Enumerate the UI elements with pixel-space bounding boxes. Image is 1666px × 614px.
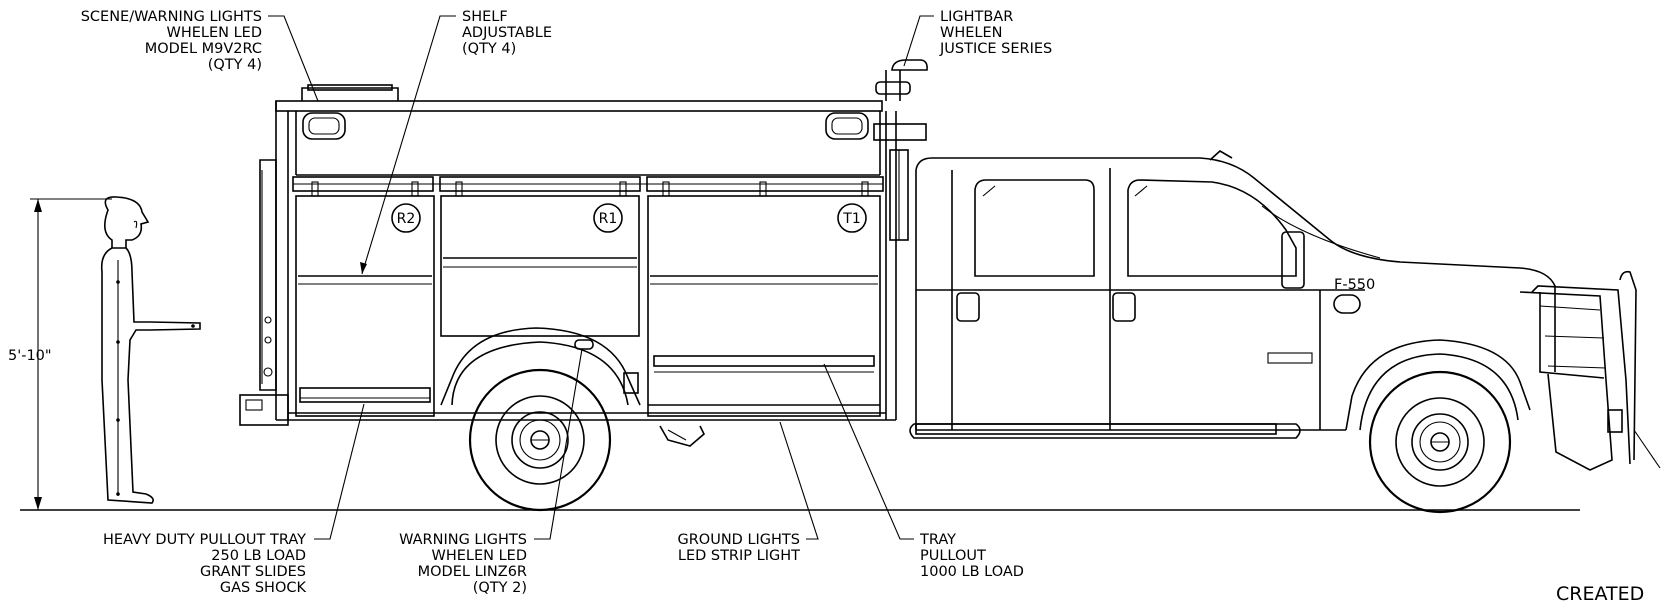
height-dimension-label: 5'-10" [8,348,52,364]
callout-tray-line-2: 250 LB LOAD [211,548,306,564]
callout-scene-line-3: MODEL M9V2RC [145,41,262,57]
compartment-r2-text: R2 [397,211,416,227]
callout-tray-pullout-line-3: 1000 LB LOAD [920,564,1024,580]
callout-lightbar-line-2: WHELEN [940,25,1003,41]
callout-scene-warning-lights: SCENE/WARNING LIGHTS WHELEN LED MODEL M9… [81,9,319,102]
callout-scene-line-4: (QTY 4) [208,57,262,73]
cab-badge-text: F-550 [1334,277,1375,293]
person-figure [100,196,201,504]
callout-heavy-duty-pullout-tray: HEAVY DUTY PULLOUT TRAY 250 LB LOAD GRAN… [103,403,365,596]
compartment-r1-text: R1 [599,211,618,227]
callout-warning-lights: WARNING LIGHTS WHELEN LED MODEL LINZ6R (… [399,348,583,596]
callout-warning-line-3: MODEL LINZ6R [418,564,527,580]
callout-warning-line-1: WARNING LIGHTS [399,532,527,548]
height-dimension [30,198,112,510]
callout-scene-line-1: SCENE/WARNING LIGHTS [81,9,262,25]
callout-tray-pullout-line-1: TRAY [919,532,956,548]
callout-ground-line-2: LED STRIP LIGHT [678,548,800,564]
rescue-body [239,59,928,447]
compartment-label-t1: T1 [837,203,867,233]
callout-lightbar: LIGHTBAR WHELEN JUSTICE SERIES [903,9,1052,67]
callout-tray-pullout: TRAY PULLOUT 1000 LB LOAD [823,363,1024,580]
callout-lightbar-line-1: LIGHTBAR [940,9,1013,25]
callout-ground-lights: GROUND LIGHTS LED STRIP LIGHT [677,421,819,564]
truck-cab [909,150,1556,439]
callout-warning-line-2: WHELEN LED [431,548,527,564]
created-footer-text: CREATED [1556,583,1644,605]
callout-scene-line-2: WHELEN LED [166,25,262,41]
front-fender-grille-guard [1345,270,1661,471]
callout-shelf-line-3: (QTY 4) [462,41,516,57]
rear-wheel [468,368,612,512]
compartment-label-r1: R1 [593,203,623,233]
front-wheel [1368,370,1512,514]
callout-warning-line-4: (QTY 2) [473,580,527,596]
callout-tray-line-1: HEAVY DUTY PULLOUT TRAY [103,532,306,548]
callout-shelf: SHELF ADJUSTABLE (QTY 4) [360,9,552,275]
callout-tray-pullout-line-2: PULLOUT [920,548,986,564]
callout-tray-line-4: GAS SHOCK [220,580,307,596]
compartment-t1-text: T1 [842,211,860,227]
callout-shelf-line-2: ADJUSTABLE [462,25,552,41]
callout-tray-line-3: GRANT SLIDES [200,564,306,580]
callout-ground-line-1: GROUND LIGHTS [677,532,800,548]
callout-shelf-line-1: SHELF [462,9,508,25]
compartment-label-r2: R2 [391,203,421,233]
callout-lightbar-line-3: JUSTICE SERIES [939,41,1052,57]
